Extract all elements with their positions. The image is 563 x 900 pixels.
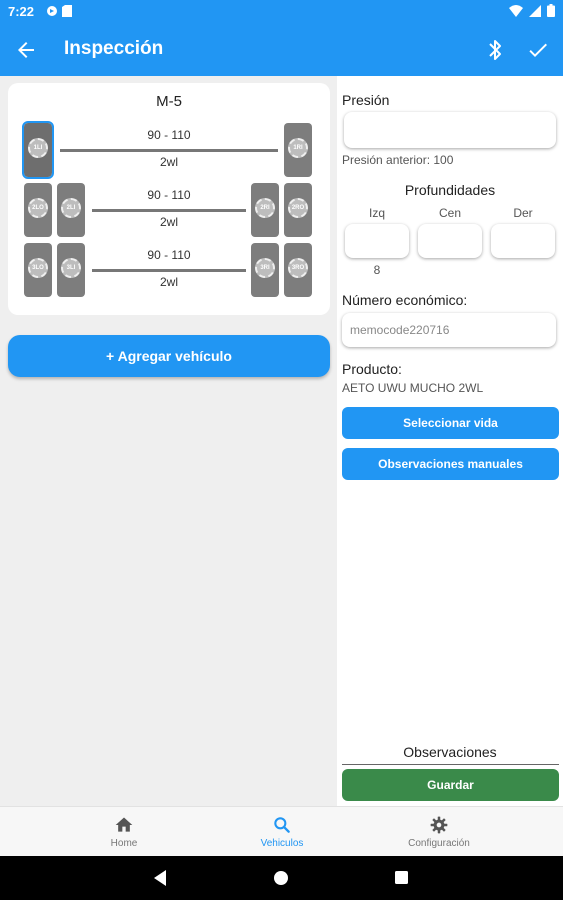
tire-position-label: 1LI (28, 138, 48, 158)
presion-input[interactable] (344, 112, 556, 148)
observaciones-divider (342, 764, 559, 765)
vehicle-panel: M-5 1LI 90 - 110 2wl 1RI 2LO 2LI 90 - 11… (0, 76, 337, 806)
izq-previous-depth: 8 (373, 263, 381, 277)
presion-label: Presión (342, 92, 390, 108)
back-arrow-icon[interactable] (14, 38, 38, 62)
bluetooth-icon[interactable] (484, 38, 506, 62)
vehicle-card: M-5 1LI 90 - 110 2wl 1RI 2LO 2LI 90 - 11… (8, 83, 330, 315)
axle-bar (60, 149, 278, 152)
tire[interactable]: 2RI (251, 183, 279, 237)
add-vehicle-button[interactable]: + Agregar vehículo (8, 335, 330, 377)
inspection-form: Presión Presión anterior: 100 Profundida… (337, 76, 563, 806)
battery-icon (547, 4, 555, 17)
axle-type: 2wl (159, 155, 178, 169)
signal-icon (529, 4, 541, 17)
axle-row: 1LI 90 - 110 2wl 1RI (8, 121, 330, 181)
tire[interactable]: 3RO (284, 243, 312, 297)
depth-der-input[interactable] (491, 224, 555, 258)
presion-anterior-text: Presión anterior: 100 (342, 153, 454, 167)
producto-value: AETO UWU MUCHO 2WL (342, 381, 484, 395)
tire-position-label: 3LI (61, 258, 81, 278)
home-icon (115, 817, 133, 832)
nav-label: Configuración (408, 838, 470, 849)
axle-bar (92, 269, 246, 272)
axle-bar (92, 209, 246, 212)
nav-item-vehiculos[interactable]: Vehiculos (212, 807, 352, 857)
axle-pressure-range: 90 - 110 (147, 128, 191, 142)
seleccionar-vida-button[interactable]: Seleccionar vida (342, 407, 559, 439)
wifi-icon (509, 4, 523, 17)
tire-position-label: 2RO (288, 198, 308, 218)
tire-position-label: 2LO (28, 198, 48, 218)
tire[interactable]: 3LI (57, 243, 85, 297)
tire-position-label: 3RI (255, 258, 275, 278)
vehicle-name: M-5 (156, 93, 182, 110)
numero-economico-label: Número económico: (342, 292, 468, 308)
depth-izq-input[interactable] (345, 224, 409, 258)
system-navigation-bar (0, 856, 563, 900)
tire[interactable]: 1LI (22, 121, 54, 179)
axle-pressure-range: 90 - 110 (147, 188, 191, 202)
tire[interactable]: 3RI (251, 243, 279, 297)
numero-economico-value: memocode220716 (350, 323, 450, 337)
status-time: 7:22 (8, 4, 35, 19)
producto-label: Producto: (342, 361, 402, 377)
tire[interactable]: 1RI (284, 123, 312, 177)
app-bar: Inspección (0, 24, 563, 76)
axle-type: 2wl (159, 215, 178, 229)
home-circle-icon[interactable] (273, 870, 289, 886)
page-title: Inspección (64, 38, 164, 59)
tire[interactable]: 2RO (284, 183, 312, 237)
axle-row: 2LO 2LI 90 - 110 2wl 2RI 2RO (8, 183, 330, 241)
tire-position-label: 2LI (61, 198, 81, 218)
axle-type: 2wl (159, 275, 178, 289)
back-triangle-icon[interactable] (152, 869, 168, 887)
nav-item-home[interactable]: Home (54, 807, 194, 857)
izq-label: Izq (368, 206, 385, 220)
der-label: Der (513, 206, 533, 220)
status-notification-icons (46, 5, 72, 17)
profundidades-label: Profundidades (404, 182, 496, 198)
nav-label: Vehiculos (260, 838, 304, 849)
tire[interactable]: 2LI (57, 183, 85, 237)
tire[interactable]: 3LO (24, 243, 52, 297)
axle-row: 3LO 3LI 90 - 110 2wl 3RI 3RO (8, 243, 330, 301)
sim-card-icon (62, 5, 72, 17)
axle-pressure-range: 90 - 110 (147, 248, 191, 262)
observaciones-label: Observaciones (403, 744, 497, 760)
search-icon (274, 817, 290, 833)
bottom-navigation: Home Vehiculos Configuración (0, 806, 563, 856)
tire-position-label: 1RI (288, 138, 308, 158)
observaciones-manuales-button[interactable]: Observaciones manuales (342, 448, 559, 480)
nav-item-configuracion[interactable]: Configuración (369, 807, 509, 857)
status-bar: 7:22 (0, 0, 563, 24)
tire-position-label: 3RO (288, 258, 308, 278)
recents-square-icon[interactable] (394, 870, 409, 885)
nav-label: Home (110, 838, 138, 849)
guardar-button[interactable]: Guardar (342, 769, 559, 801)
depth-cen-input[interactable] (418, 224, 482, 258)
status-system-icons (509, 4, 555, 17)
check-icon[interactable] (526, 38, 550, 62)
tire[interactable]: 2LO (24, 183, 52, 237)
tire-position-label: 3LO (28, 258, 48, 278)
numero-economico-input[interactable]: memocode220716 (342, 313, 556, 347)
gear-icon (430, 816, 448, 834)
tire-position-label: 2RI (255, 198, 275, 218)
cen-label: Cen (438, 206, 461, 220)
sync-icon (47, 6, 57, 16)
